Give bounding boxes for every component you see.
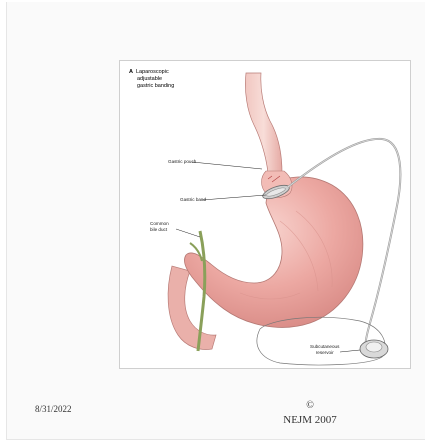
panel-letter: A [129,69,133,75]
source-credit: © NEJM 2007 [260,400,360,427]
label-common-bile-duct-line2: bile duct [150,226,168,232]
common-bile-duct [196,230,207,352]
gastric-banding-illustration [167,72,402,366]
title-line-3: gastric banding [137,83,175,89]
label-subcutaneous-reservoir-line1: Subcutaneous [310,344,340,349]
esophagus [245,72,283,174]
label-gastric-pouch: Gastric pouch [168,159,197,164]
duodenum [167,265,217,350]
title-line-2: adjustable [137,76,163,82]
source-journal: NEJM 2007 [283,414,337,426]
label-common-bile-duct: Common bile duct [150,221,169,232]
label-subcutaneous-reservoir: Subcutaneous reservoir [310,344,339,355]
label-subcutaneous-reservoir-line2: reservoir [315,349,334,355]
skin-fold [256,316,386,366]
label-gastric-band: Gastric band [180,197,207,202]
slide-date: 8/31/2022 [35,404,72,414]
copyright-symbol: © [306,400,314,411]
label-common-bile-duct-line1: Common [150,221,169,226]
title-line-1: Laparoscopic [135,69,169,75]
